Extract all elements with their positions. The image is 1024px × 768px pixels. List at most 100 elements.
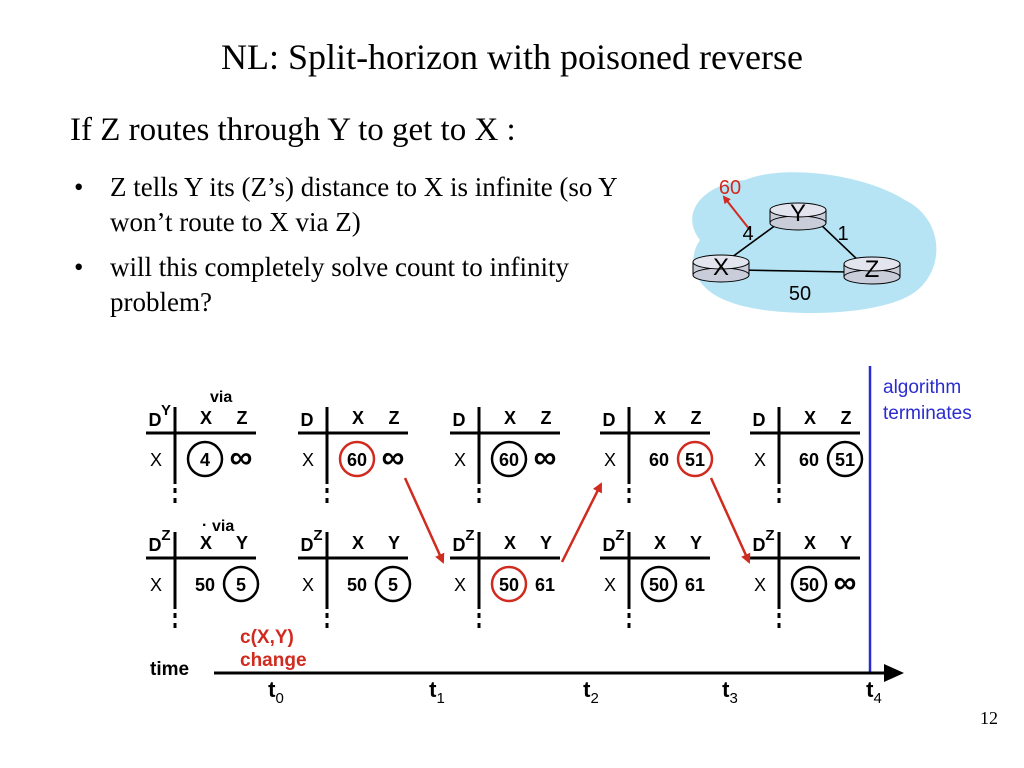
table-dest-header: D xyxy=(453,535,466,555)
router-y-label: Y xyxy=(790,200,806,227)
page-number: 12 xyxy=(980,708,998,728)
min-cost-circle xyxy=(790,565,828,603)
router-z: Z xyxy=(843,256,901,285)
table-col-header: X xyxy=(654,408,666,428)
table-cell-infinity: ∞ xyxy=(534,439,557,475)
table-owner-label: Y xyxy=(161,402,171,419)
update-arrow-y-to-z xyxy=(709,477,751,564)
bullet-item: will this completely solve count to infi… xyxy=(70,250,630,320)
link-y-z xyxy=(817,221,861,263)
table-owner-label: Z xyxy=(765,527,774,544)
table-col-header: Z xyxy=(841,408,852,428)
bullet-list: Z tells Y its (Z’s) distance to X is inf… xyxy=(70,170,630,330)
table-owner-label: Z xyxy=(313,527,322,544)
table-col-header: X xyxy=(352,533,364,553)
table-cell-value: 51 xyxy=(685,450,705,470)
min-cost-circle xyxy=(490,440,528,478)
table-col-header: X xyxy=(804,408,816,428)
table-row-dest: X xyxy=(604,575,616,595)
table-cell-value: 50 xyxy=(347,575,367,595)
table-col-header: Z xyxy=(691,408,702,428)
table-dest-header: D xyxy=(149,535,162,555)
time-mark-t4: t4 xyxy=(866,677,882,707)
min-cost-circle xyxy=(222,565,260,603)
table-cell-value: 61 xyxy=(685,575,705,595)
table-row-dest: X xyxy=(604,450,616,470)
table-cell-infinity: ∞ xyxy=(382,439,405,475)
table-col-header: Z xyxy=(237,408,248,428)
table-dest-header: D xyxy=(453,410,466,430)
table-row-dest: X xyxy=(754,450,766,470)
table-col-header: Y xyxy=(236,533,248,553)
table-col-header: Y xyxy=(388,533,400,553)
change-label-line1: c(X,Y) xyxy=(240,627,294,648)
table-row-dest: X xyxy=(754,575,766,595)
time-mark-t0: t0 xyxy=(268,677,284,707)
table-dest-header: D xyxy=(149,410,162,430)
new-cost-label: 60 xyxy=(719,177,741,199)
min-cost-circle xyxy=(490,565,528,603)
router-y: Y xyxy=(769,200,827,231)
table-cell-value: 60 xyxy=(347,450,367,470)
link-x-z xyxy=(737,269,849,273)
update-arrows xyxy=(403,477,751,564)
cost-label-xz: 50 xyxy=(789,283,811,305)
table-cell-value: 60 xyxy=(499,450,519,470)
table-cell-value: 61 xyxy=(535,575,555,595)
table-col-header: Y xyxy=(840,533,852,553)
table-cell-value: 51 xyxy=(835,450,855,470)
router-x: X xyxy=(692,254,750,283)
table-dest-header: D xyxy=(603,410,616,430)
min-cost-circle xyxy=(374,565,412,603)
cost-label-xy: 4 xyxy=(742,223,753,245)
table-dest-header: D xyxy=(603,535,616,555)
via-label: via xyxy=(212,518,234,535)
table-row-dest: X xyxy=(302,450,314,470)
table-owner-label: Z xyxy=(161,527,170,544)
bullet-item: Z tells Y its (Z’s) distance to X is inf… xyxy=(70,170,630,240)
table-col-header: Z xyxy=(541,408,552,428)
table-cell-value: 60 xyxy=(649,450,669,470)
table-row-dest: X xyxy=(454,575,466,595)
table-col-header: X xyxy=(804,533,816,553)
table-dest-header: D xyxy=(301,535,314,555)
change-label-line2: change xyxy=(240,650,307,671)
time-mark-t3: t3 xyxy=(722,677,738,707)
table-row-dest: X xyxy=(150,575,162,595)
table-cell-value: 4 xyxy=(200,450,210,470)
table-col-header: X xyxy=(504,533,516,553)
network-topology: Y X Z 4 1 50 60 xyxy=(692,172,937,313)
table-col-header: Y xyxy=(540,533,552,553)
table-row-dest: X xyxy=(302,575,314,595)
table-col-header: X xyxy=(352,408,364,428)
table-cell-value: 60 xyxy=(799,450,819,470)
table-dest-header: D xyxy=(753,535,766,555)
router-z-label: Z xyxy=(865,256,880,283)
table-cell-value: 50 xyxy=(649,575,669,595)
table-col-header: Z xyxy=(389,408,400,428)
table-cell-value: 50 xyxy=(499,575,519,595)
min-cost-circle xyxy=(640,565,678,603)
time-axis-arrowhead xyxy=(884,664,904,682)
table-cell-infinity: ∞ xyxy=(230,439,253,475)
update-arrow-y-to-z xyxy=(403,477,445,564)
link-x-y xyxy=(727,221,781,261)
new-cost-arrow xyxy=(722,195,751,231)
table-row-dest: X xyxy=(454,450,466,470)
table-col-header: X xyxy=(200,533,212,553)
time-label: time xyxy=(150,659,189,680)
update-arrow-z-to-y xyxy=(560,482,603,563)
table-cell-value: 50 xyxy=(195,575,215,595)
table-cell-value: 5 xyxy=(388,575,398,595)
